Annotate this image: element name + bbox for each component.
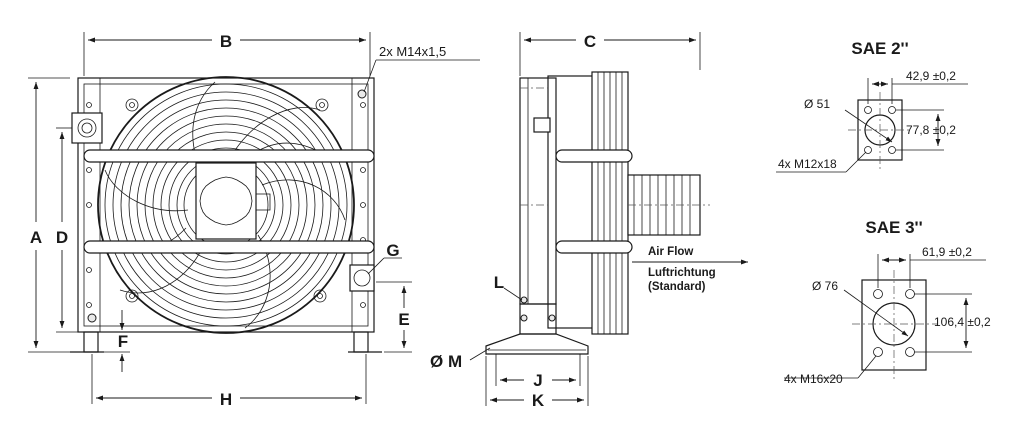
right-side-plate (351, 77, 375, 333)
vent-plug-top (357, 89, 367, 99)
airflow-label-en: Air Flow (648, 246, 693, 258)
sae3-title: SAE 3'' (865, 218, 922, 237)
radiator-core (519, 77, 557, 305)
left-port-flange (71, 112, 103, 144)
sae2-title: SAE 2'' (851, 39, 908, 58)
dim-a-label: A (30, 228, 42, 247)
dim-k-label: K (532, 391, 545, 410)
dim-l-label: L (494, 273, 504, 292)
motor-mount (195, 162, 257, 240)
dim-j-label: J (533, 371, 542, 390)
side-view (485, 71, 710, 355)
dim-f-label: F (118, 332, 128, 351)
sae2-detail: SAE 2'' 42,9 ±0,2 77,8 ±0,2 Ø 51 4x M12x… (776, 39, 968, 173)
dim-d-label: D (56, 228, 68, 247)
dim-m-label: Ø M (430, 352, 462, 371)
sae3-vertical-dim: 106,4 ±0,2 (934, 315, 991, 329)
sae3-diameter: Ø 76 (812, 279, 838, 293)
base-foot (485, 333, 589, 355)
sae3-bolts: 4x M16x20 (784, 372, 843, 386)
front-view (70, 76, 382, 353)
sae3-detail: SAE 3'' 61,9 ±0,2 106,4 ±0,2 Ø 76 4x M16… (784, 218, 991, 386)
airflow-label-standard: (Standard) (648, 281, 706, 293)
sae2-diameter: Ø 51 (804, 97, 830, 111)
hub-gear (199, 176, 253, 226)
sae2-bolts: 4x M12x18 (778, 157, 837, 171)
drain-plug-bottom (87, 313, 97, 323)
dim-c-label: C (584, 32, 596, 51)
thread-note: 2x M14x1,5 (379, 44, 446, 59)
guard-bars (83, 149, 375, 254)
sae3-horizontal-dim: 61,9 ±0,2 (922, 245, 972, 259)
port-g-label: G (386, 241, 399, 260)
sae2-horizontal-dim: 42,9 ±0,2 (906, 69, 956, 83)
airflow-label-de: Luftrichtung (648, 267, 716, 279)
dim-b-label: B (220, 32, 232, 51)
dim-h-label: H (220, 390, 232, 409)
sae2-vertical-dim: 77,8 ±0,2 (906, 123, 956, 137)
dim-e-label: E (398, 310, 409, 329)
